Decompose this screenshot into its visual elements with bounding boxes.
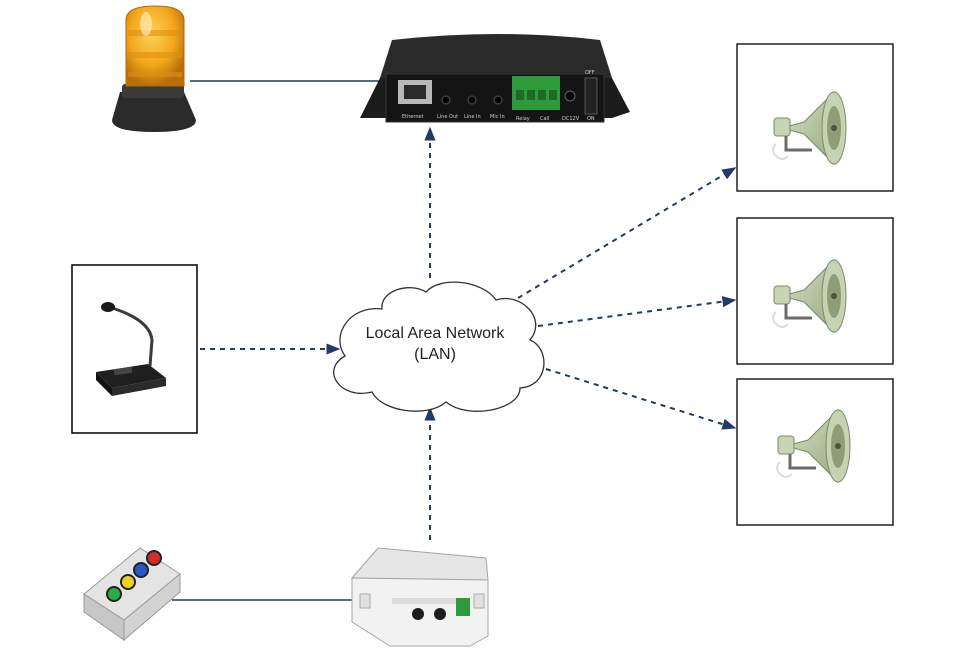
port-label-line-in: Line In — [464, 114, 481, 120]
paging-console-frame — [71, 264, 198, 434]
push-button-station-icon — [83, 547, 181, 642]
line-out-jack — [441, 95, 451, 105]
switch-label-off: OFF — [585, 70, 595, 76]
audio-gateway-icon: OFF ON Ethernet Line Out Line In Mic In … — [360, 34, 630, 123]
dc-jack — [564, 90, 576, 102]
line-in-jack — [467, 95, 477, 105]
lan-label-line2: (LAN) — [414, 346, 456, 363]
lan-label-line1: Local Area Network — [366, 325, 506, 342]
strobe-beacon-icon — [112, 5, 196, 132]
arrow-lan-to-speaker-2 — [537, 296, 737, 327]
port-label-line-out: Line Out — [437, 114, 458, 120]
lan-cloud: Local Area Network (LAN) — [333, 281, 545, 412]
io-enclosure-icon — [350, 547, 489, 647]
port-label-mic-in: Mic In — [490, 114, 505, 120]
arrow-lan-to-speaker-1 — [517, 167, 737, 299]
arrow-lan-to-speaker-3 — [545, 368, 737, 430]
power-switch — [584, 77, 598, 115]
port-label-relay: Relay — [516, 116, 530, 122]
switch-label-on: ON — [587, 116, 595, 122]
port-label-ethernet: Ethernet — [402, 114, 424, 120]
speaker-frame-3 — [736, 378, 894, 526]
speaker-frame-2 — [736, 217, 894, 365]
port-label-dc12v: DC12V — [562, 116, 580, 122]
speaker-frame-1 — [736, 43, 894, 192]
mic-in-jack — [493, 95, 503, 105]
port-label-call: Call — [540, 116, 549, 122]
paging-microphone-icon — [96, 302, 166, 396]
